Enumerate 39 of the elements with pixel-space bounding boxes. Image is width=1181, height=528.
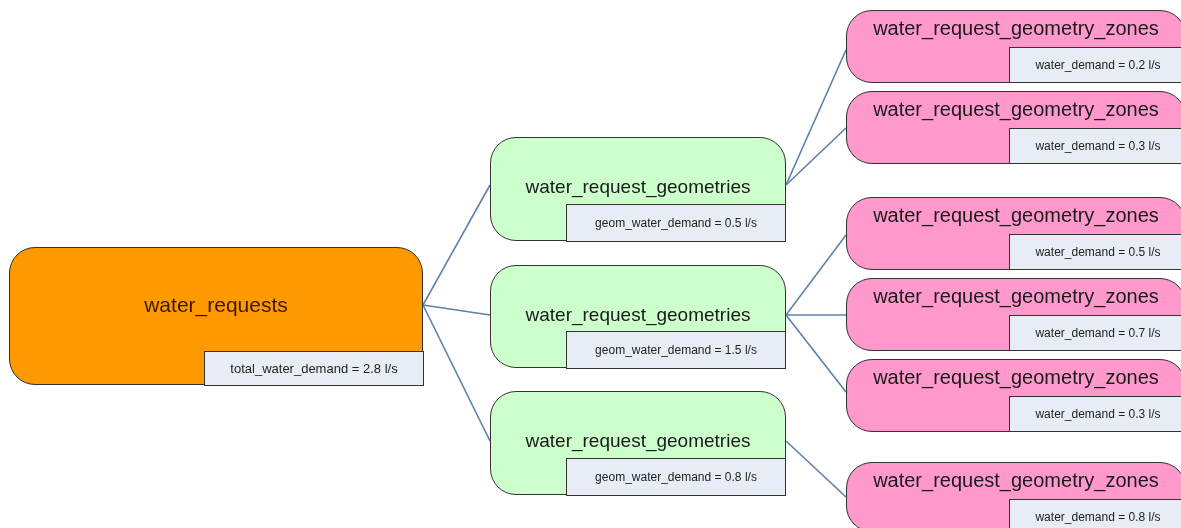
connector-line <box>422 304 491 316</box>
table-name: water_request_geometry_zones <box>872 469 1160 492</box>
table-box <box>9 247 423 385</box>
attribute-field: total_water_demand = 2.8 l/s <box>204 351 424 386</box>
table-name: water_request_geometry_zones <box>872 285 1160 308</box>
table-name: water_request_geometries <box>524 176 752 198</box>
attribute-field: water_demand = 0.7 l/s <box>1009 315 1181 351</box>
table-box <box>846 462 1181 528</box>
attribute-field: geom_water_demand = 0.8 l/s <box>566 458 786 496</box>
table-name: water_request_geometry_zones <box>872 98 1160 121</box>
connector-line <box>785 314 847 316</box>
attribute-field: water_demand = 0.5 l/s <box>1009 234 1181 270</box>
attribute-field: water_demand = 0.3 l/s <box>1009 128 1181 164</box>
table-name: water_request_geometry_zones <box>872 204 1160 227</box>
table-box <box>490 265 786 368</box>
table-name: water_request_geometry_zones <box>872 366 1160 389</box>
attribute-field: water_demand = 0.3 l/s <box>1009 396 1181 432</box>
table-name: water_request_geometries <box>524 430 752 452</box>
table-box <box>846 278 1181 351</box>
table-box <box>490 391 786 495</box>
table-box <box>846 359 1181 432</box>
table-name: water_requests <box>143 293 289 317</box>
attribute-field: geom_water_demand = 1.5 l/s <box>566 331 786 369</box>
connector-line <box>785 314 847 393</box>
table-box <box>846 10 1181 83</box>
connector-line <box>785 127 847 186</box>
table-box <box>846 197 1181 270</box>
attribute-field: water_demand = 0.8 l/s <box>1009 499 1181 528</box>
connector-line <box>422 304 491 442</box>
table-name: water_request_geometries <box>524 304 752 326</box>
connector-line <box>785 234 847 316</box>
connector-line <box>785 49 847 186</box>
table-box <box>490 137 786 241</box>
table-box <box>846 91 1181 164</box>
attribute-field: geom_water_demand = 0.5 l/s <box>566 204 786 242</box>
table-name: water_request_geometry_zones <box>872 17 1160 40</box>
attribute-field: water_demand = 0.2 l/s <box>1009 47 1181 83</box>
connector-line <box>785 440 847 498</box>
connector-line <box>422 184 491 306</box>
